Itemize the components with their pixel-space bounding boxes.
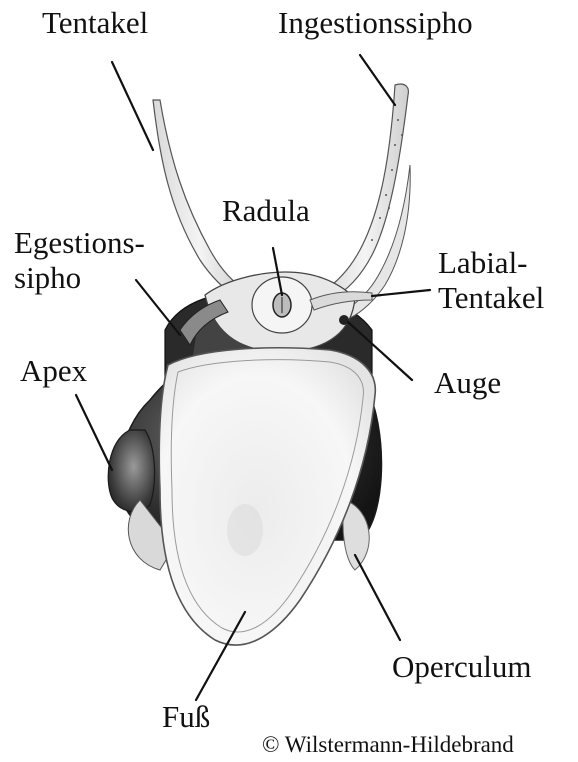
leader-tentakel bbox=[112, 62, 153, 150]
eye-shape bbox=[339, 315, 349, 325]
leader-operculum bbox=[355, 555, 400, 640]
label-fuss: Fuß bbox=[162, 700, 210, 735]
label-labial-tentakel: Labial- Tentakel bbox=[438, 246, 544, 315]
label-egestionssipho-line1: Egestions- bbox=[14, 226, 145, 261]
label-apex: Apex bbox=[20, 354, 87, 389]
ingestion-siphon bbox=[322, 84, 408, 300]
label-labial-line1: Labial- bbox=[438, 246, 544, 281]
apex-whorl bbox=[108, 430, 154, 511]
label-ingestionssipho: Ingestionssipho bbox=[278, 6, 473, 41]
leader-ingestionssipho bbox=[360, 55, 395, 105]
label-auge: Auge bbox=[434, 366, 501, 401]
label-egestionssipho: Egestions- sipho bbox=[14, 226, 145, 295]
label-tentakel: Tentakel bbox=[42, 6, 148, 41]
label-radula: Radula bbox=[222, 194, 310, 229]
leader-apex bbox=[76, 395, 112, 470]
label-operculum: Operculum bbox=[392, 650, 531, 685]
label-egestionssipho-line2: sipho bbox=[14, 261, 145, 296]
copyright-notice: © Wilstermann-Hildebrand bbox=[262, 732, 514, 758]
label-labial-line2: Tentakel bbox=[438, 281, 544, 316]
foot bbox=[159, 348, 375, 645]
